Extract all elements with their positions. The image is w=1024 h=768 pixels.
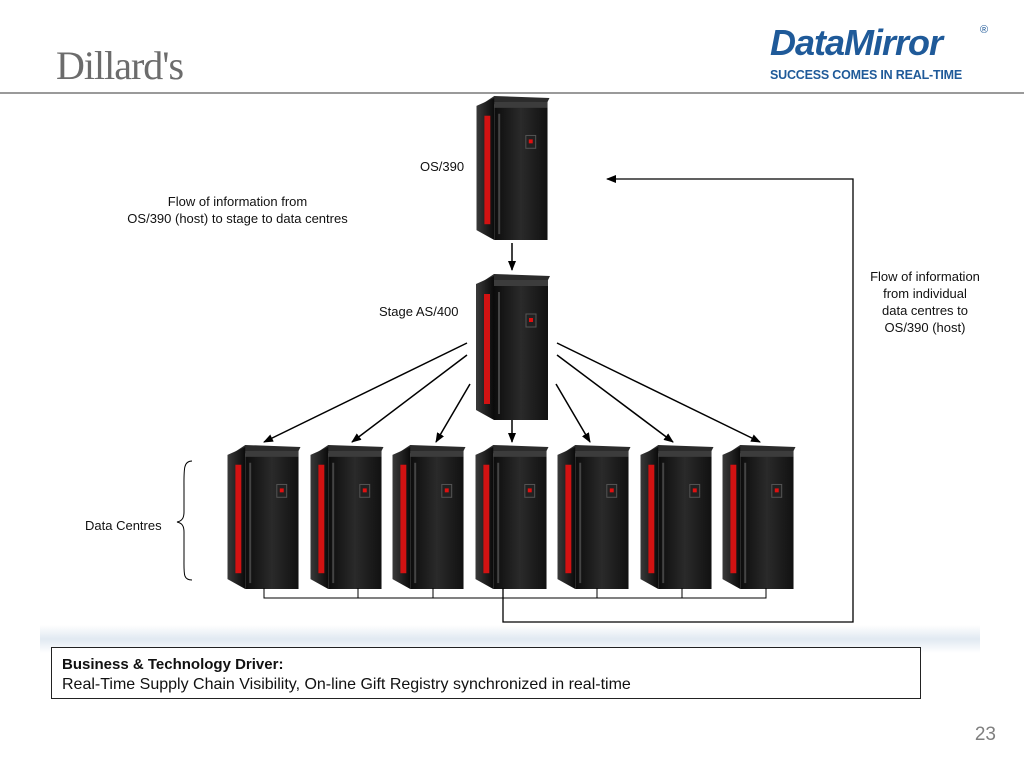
arrow-stage-to-dc-7 bbox=[556, 342, 761, 443]
stage-as400-label: Stage AS/400 bbox=[379, 304, 459, 319]
data-centre-server-icon bbox=[475, 445, 549, 589]
registered-mark: ® bbox=[980, 24, 989, 36]
os390-label: OS/390 bbox=[420, 159, 465, 174]
flow-up-note-line-1: Flow of information bbox=[870, 269, 980, 284]
os390-server-icon bbox=[476, 96, 550, 240]
business-driver-title: Business & Technology Driver: bbox=[62, 656, 284, 673]
header-divider bbox=[0, 92, 1024, 94]
business-driver-box: Business & Technology Driver: Real-Time … bbox=[51, 647, 921, 699]
data-centre-server-icon bbox=[722, 445, 796, 589]
stage-as400-server-icon bbox=[476, 274, 550, 420]
business-driver-text: Real-Time Supply Chain Visibility, On-li… bbox=[62, 676, 631, 693]
data-centre-server-icon bbox=[227, 445, 301, 589]
data-centre-server-icon bbox=[557, 445, 631, 589]
datamirror-logo: DataMirror ® SUCCESS COMES IN REAL-TIME bbox=[770, 22, 990, 86]
arrow-stage-to-dc-1 bbox=[263, 342, 468, 443]
flow-down-note-line-2: OS/390 (host) to stage to data centres bbox=[127, 211, 348, 226]
arrow-stage-to-dc-5 bbox=[555, 383, 591, 443]
return-connector bbox=[263, 175, 854, 623]
data-centres-label: Data Centres bbox=[85, 518, 162, 533]
flow-up-note-line-4: OS/390 (host) bbox=[884, 320, 966, 335]
flow-up-note: Flow of information from individual data… bbox=[855, 268, 995, 336]
data-centre-server-icon bbox=[392, 445, 466, 589]
flow-up-note-line-2: from individual bbox=[883, 286, 967, 301]
dillards-logo: Dillard's bbox=[56, 43, 184, 88]
page-number: 23 bbox=[974, 724, 996, 745]
arrow-stage-to-dc-3 bbox=[435, 383, 471, 443]
data-centre-server-icon bbox=[310, 445, 384, 589]
arrow-stage-to-dc-2 bbox=[351, 354, 468, 443]
data-centre-servers bbox=[227, 445, 796, 589]
flow-down-note: Flow of information from OS/390 (host) t… bbox=[100, 193, 375, 227]
data-centre-server-icon bbox=[640, 445, 714, 589]
datamirror-logo-name: DataMirror bbox=[770, 22, 943, 63]
data-centres-brace bbox=[176, 460, 193, 581]
flow-down-note-line-1: Flow of information from bbox=[167, 194, 308, 209]
flow-up-note-line-3: data centres to bbox=[882, 303, 968, 318]
arrow-stage-to-dc-6 bbox=[556, 354, 674, 443]
datamirror-tagline: SUCCESS COMES IN REAL-TIME bbox=[770, 68, 963, 82]
